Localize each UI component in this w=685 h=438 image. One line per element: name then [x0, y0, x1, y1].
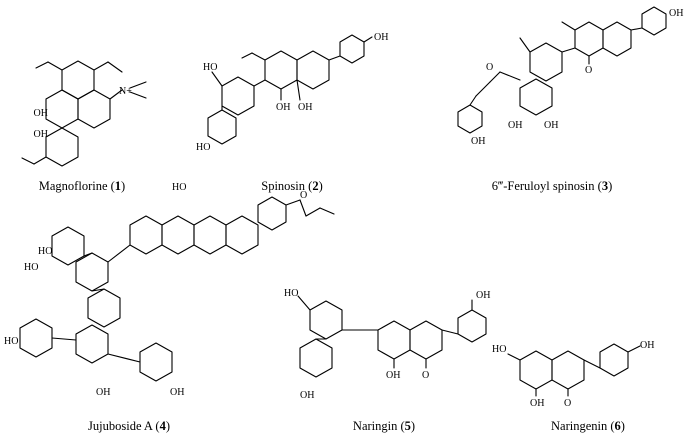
atom-oh-label: OH [374, 32, 388, 43]
caption-naringin: Naringin (5) [353, 419, 415, 433]
caption-jujuboside-a: Jujuboside A (4) [88, 419, 170, 433]
atom-oh-label: OH [508, 120, 522, 131]
atom-ho-label: HO [203, 62, 217, 73]
atom-oh-label: OH [476, 290, 490, 301]
caption-spinosin: Spinosin (2) [261, 179, 322, 193]
atom-oh-label: OH [170, 387, 184, 398]
atom-oh-label: OH [530, 398, 544, 409]
atom-ho-label: HO [24, 262, 38, 273]
atom-ho-label: HO [4, 336, 18, 347]
atom-o-label: O [300, 190, 307, 201]
atom-ho-label: HO [172, 182, 186, 193]
atom-oh-label: OH [471, 136, 485, 147]
atom-oh-label: OH [34, 129, 48, 140]
atom-oh-label: OH [300, 390, 314, 401]
atom-o-label: O [585, 65, 592, 76]
atom-oh-label: OH [298, 102, 312, 113]
atom-oh-label: OH [544, 120, 558, 131]
caption-magnoflorine: Magnoflorine (1) [39, 179, 125, 193]
structure-magnoflorine [21, 60, 147, 167]
caption-feruloyl-spinosin: 6‴-Feruloyl spinosin (3) [492, 179, 613, 193]
atom-ho-label: HO [196, 142, 210, 153]
atom-o-label: O [422, 370, 429, 381]
atom-oh-label: OH [669, 8, 683, 19]
atom-n-plus-label: N+ [119, 86, 132, 97]
atom-oh-label: OH [640, 340, 654, 351]
structure-naringenin [507, 343, 641, 397]
atom-oh-label: OH [386, 370, 400, 381]
atom-ho-label: HO [492, 344, 506, 355]
structure-naringin [297, 295, 487, 378]
atom-o-label: O [564, 398, 571, 409]
structure-jujuboside-a [19, 196, 335, 382]
caption-naringenin: Naringenin (6) [551, 419, 625, 433]
structure-feruloyl-spinosin [457, 6, 667, 134]
atom-ho-label: HO [38, 246, 52, 257]
structure-spinosin [207, 34, 373, 145]
atom-ho-label: HO [284, 288, 298, 299]
atom-oh-label: OH [34, 108, 48, 119]
atom-o-label: O [486, 62, 493, 73]
atom-oh-label: OH [96, 387, 110, 398]
atom-oh-label: OH [276, 102, 290, 113]
